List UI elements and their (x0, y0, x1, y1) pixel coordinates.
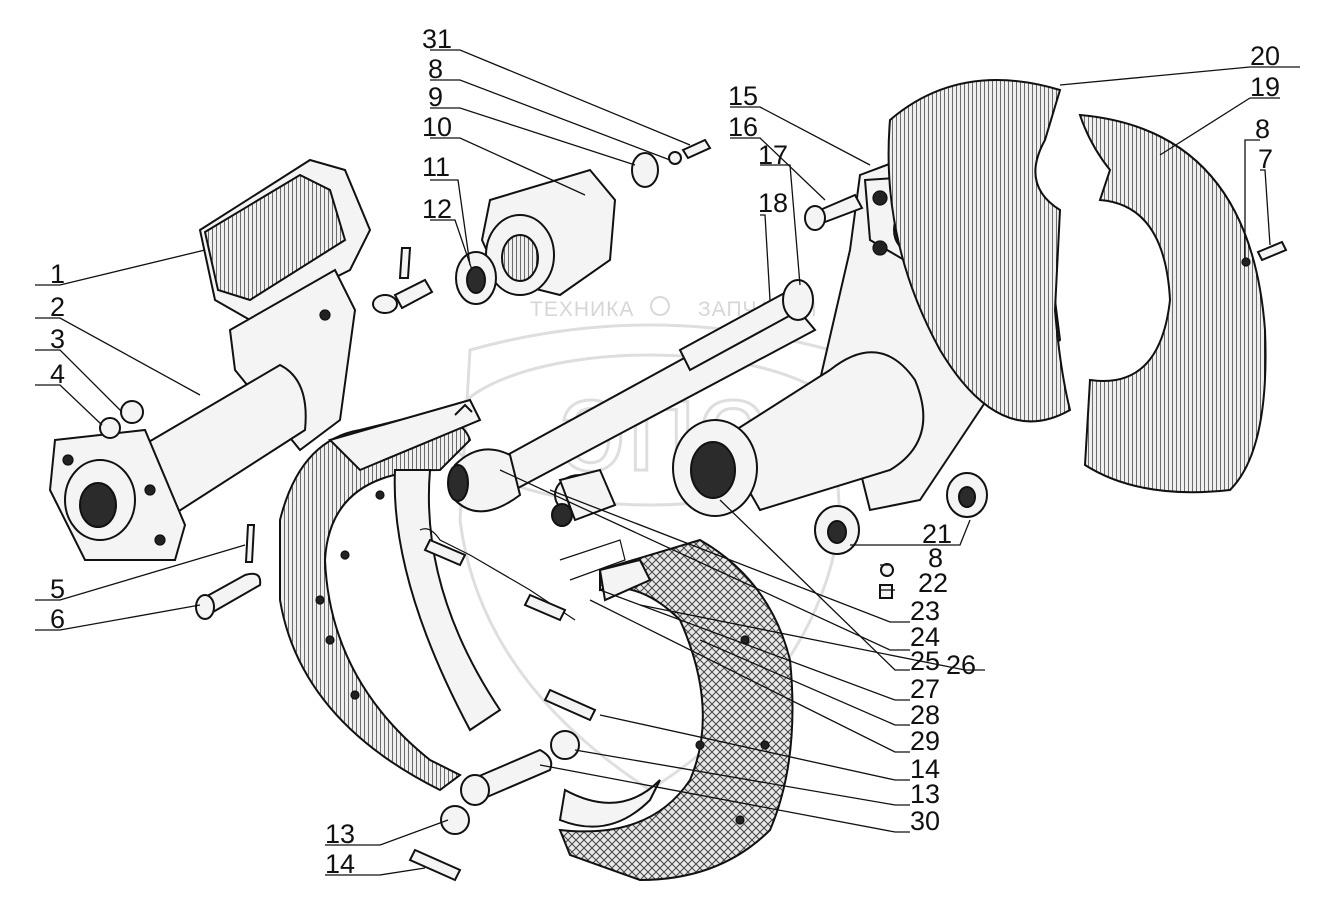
callout-19: 19 (1250, 72, 1280, 102)
leader-lines (35, 49, 1300, 876)
brake-shoe-right (558, 538, 794, 882)
callout-22: 22 (918, 568, 948, 598)
watermark-left-text: ТЕХНИКА (530, 298, 634, 321)
callout-5: 5 (50, 574, 65, 604)
callout-25: 25 (910, 646, 940, 676)
callout-14-left: 14 (325, 849, 355, 879)
callout-23: 23 (910, 596, 940, 626)
callout-20: 20 (1250, 41, 1280, 71)
callout-4: 4 (50, 359, 65, 389)
callout-15: 15 (728, 81, 758, 111)
springs-and-pins (408, 403, 894, 882)
callout-17: 17 (758, 140, 788, 170)
callout-labels: 31 8 9 10 11 12 15 16 17 18 20 19 8 7 1 … (50, 24, 1280, 879)
bearing-housing (455, 138, 712, 305)
callout-14-right: 14 (910, 754, 940, 784)
callout-21: 21 (922, 519, 952, 549)
brake-shoe-left (279, 398, 502, 792)
callout-30: 30 (910, 806, 940, 836)
gear-icon (650, 296, 670, 316)
callout-9: 9 (428, 82, 443, 112)
callout-16: 16 (728, 112, 758, 142)
callout-28: 28 (910, 700, 940, 730)
brake-chamber-housing (48, 158, 372, 561)
callout-3: 3 (50, 324, 65, 354)
callout-31: 31 (422, 24, 452, 54)
callout-13-right: 13 (910, 779, 940, 809)
callout-12: 12 (422, 194, 452, 224)
callout-13-left: 13 (325, 819, 355, 849)
callout-7: 7 (1258, 144, 1273, 174)
callout-24: 24 (910, 622, 940, 652)
callout-18: 18 (758, 188, 788, 218)
callout-29: 29 (910, 726, 940, 756)
callout-26: 26 (946, 650, 976, 680)
callout-8-right: 8 (1255, 114, 1270, 144)
callout-8-top: 8 (428, 54, 443, 84)
callout-2: 2 (50, 292, 65, 322)
dust-shields (887, 79, 1288, 494)
callout-27: 27 (910, 674, 940, 704)
small-fasteners-left (99, 247, 434, 620)
callout-6: 6 (50, 604, 65, 634)
axle-shaft (447, 279, 817, 513)
callout-10: 10 (422, 112, 452, 142)
callout-8-mid: 8 (928, 543, 943, 573)
callout-11: 11 (422, 152, 450, 182)
callout-1: 1 (50, 259, 65, 289)
